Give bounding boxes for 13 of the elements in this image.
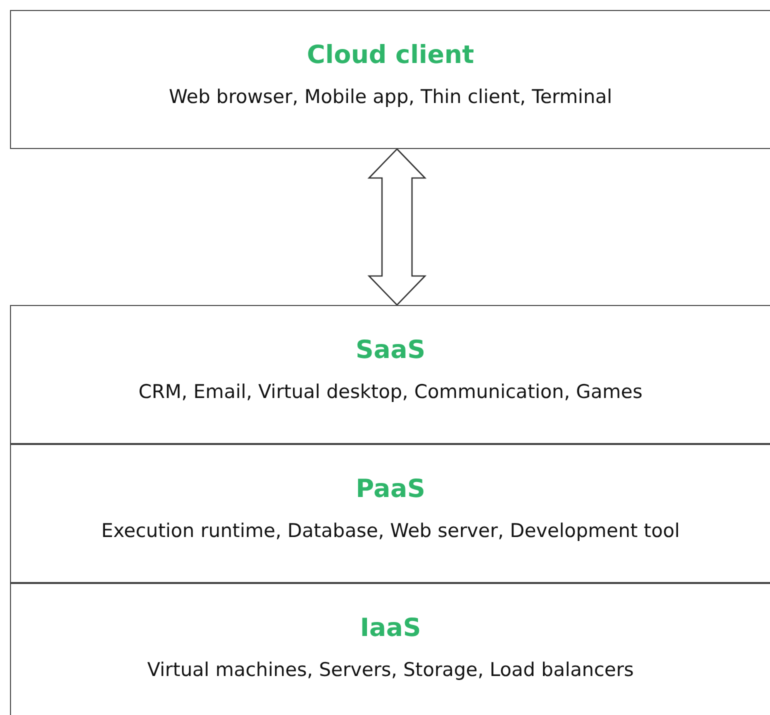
- layer-description: CRM, Email, Virtual desktop, Communication, Games: [137, 380, 644, 406]
- layer-title: Cloud client: [306, 39, 474, 70]
- double-arrow: [367, 148, 427, 306]
- layer-description: Web browser, Mobile app, Thin client, Terminal: [168, 85, 614, 110]
- layer-box: [10, 305, 770, 444]
- layer-box: [10, 583, 770, 715]
- layer-title: IaaS: [360, 612, 422, 644]
- layer-description: Execution runtime, Database, Web server, Development tool: [100, 519, 681, 544]
- layer-description: Virtual machines, Servers, Storage, Load balancers: [146, 658, 635, 684]
- layer-title: SaaS: [356, 334, 426, 366]
- layer-box: [10, 10, 770, 149]
- layer-box: [10, 444, 770, 583]
- layer-title: PaaS: [356, 473, 426, 504]
